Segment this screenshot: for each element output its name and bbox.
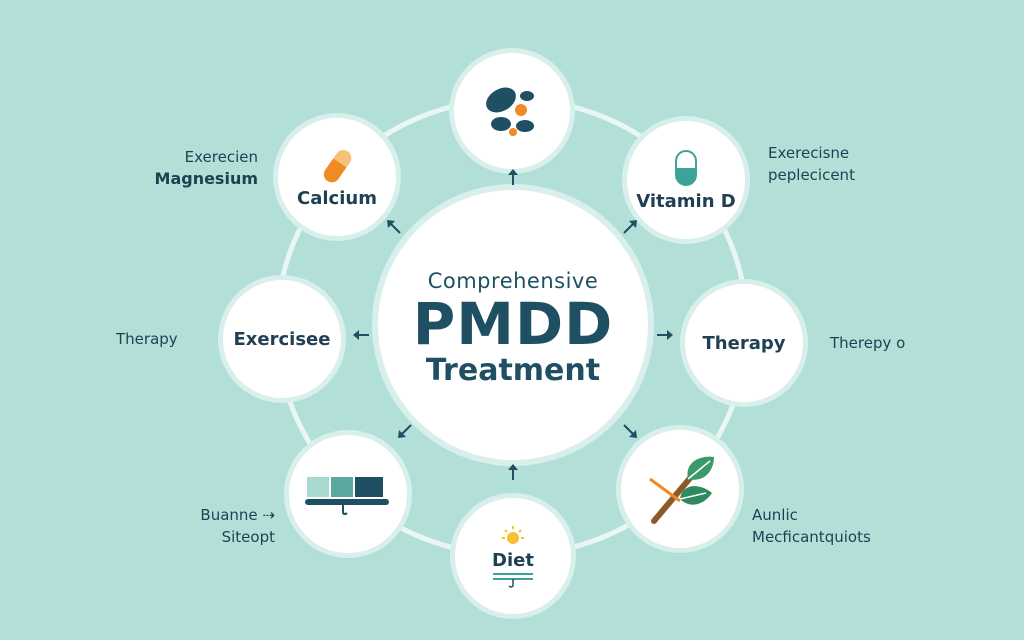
center-title-line2: PMDD [412,290,614,358]
side-label-top-right-line2: peplecicent [768,166,855,184]
herb-leaves-icon [649,456,714,524]
arrow-up-bottom-icon [508,464,518,480]
side-label-mid-left: Therapy [116,330,178,348]
arrow-downright-icon [623,424,637,438]
node-vitamin-d[interactable]: Vitamin D [627,121,745,239]
center-hub: Comprehensive PMDD Treatment [378,190,648,460]
side-label-bottom-left-line2: Siteopt [221,528,275,546]
arrow-upleft-icon [387,220,401,234]
side-label-bottom-left: Buanne ⇢ Siteopt [180,504,275,548]
center-title-line1: Comprehensive [427,269,599,293]
arrow-up-icon [508,169,518,185]
arrow-upright-icon [623,220,637,234]
node-exercise[interactable]: Exercisee [223,280,341,398]
node-therapy[interactable]: Therapy [685,284,803,402]
node-diet-label: Diet [492,549,534,571]
side-label-top-left-line2: Magnesium [154,169,258,188]
side-label-bottom-left-line1: Buanne ⇢ [200,506,275,524]
center-title-line3: Treatment [425,353,601,388]
node-calcium[interactable]: Calcium [278,118,396,236]
node-vitamin-d-label: Vitamin D [636,190,736,212]
node-herbal[interactable] [621,430,739,548]
color-bar-icon [305,477,389,515]
side-label-mid-right: Therepy o [830,334,906,352]
arrow-right-icon [657,330,673,340]
side-label-bottom-right-line2: Mecficantquiots [752,528,871,546]
sun-icon [502,525,524,544]
node-diet[interactable]: Diet [455,498,571,614]
node-balance[interactable] [289,435,407,553]
side-label-top-left-line1: Exerecien [184,148,258,166]
capsule-icon [323,149,352,182]
pills-icon [486,87,534,136]
side-label-top-right-line1: Exerecisne [768,144,850,162]
arrow-left-icon [353,330,369,340]
side-label-bottom-right: Aunlic Mecficantquiots [752,504,871,548]
vitamin-capsule-icon [675,149,697,186]
node-exercise-label: Exercisee [233,328,331,350]
plate-lines-icon [493,572,533,588]
node-therapy-label: Therapy [702,332,786,354]
side-label-top-left: Exerecien Magnesium [148,146,258,190]
side-label-top-right: Exerecisne peplecicent [768,142,855,186]
side-label-bottom-right-line1: Aunlic [752,506,798,524]
node-supplements[interactable] [454,53,570,169]
node-calcium-label: Calcium [297,187,377,209]
arrow-downleft-icon [398,424,412,438]
